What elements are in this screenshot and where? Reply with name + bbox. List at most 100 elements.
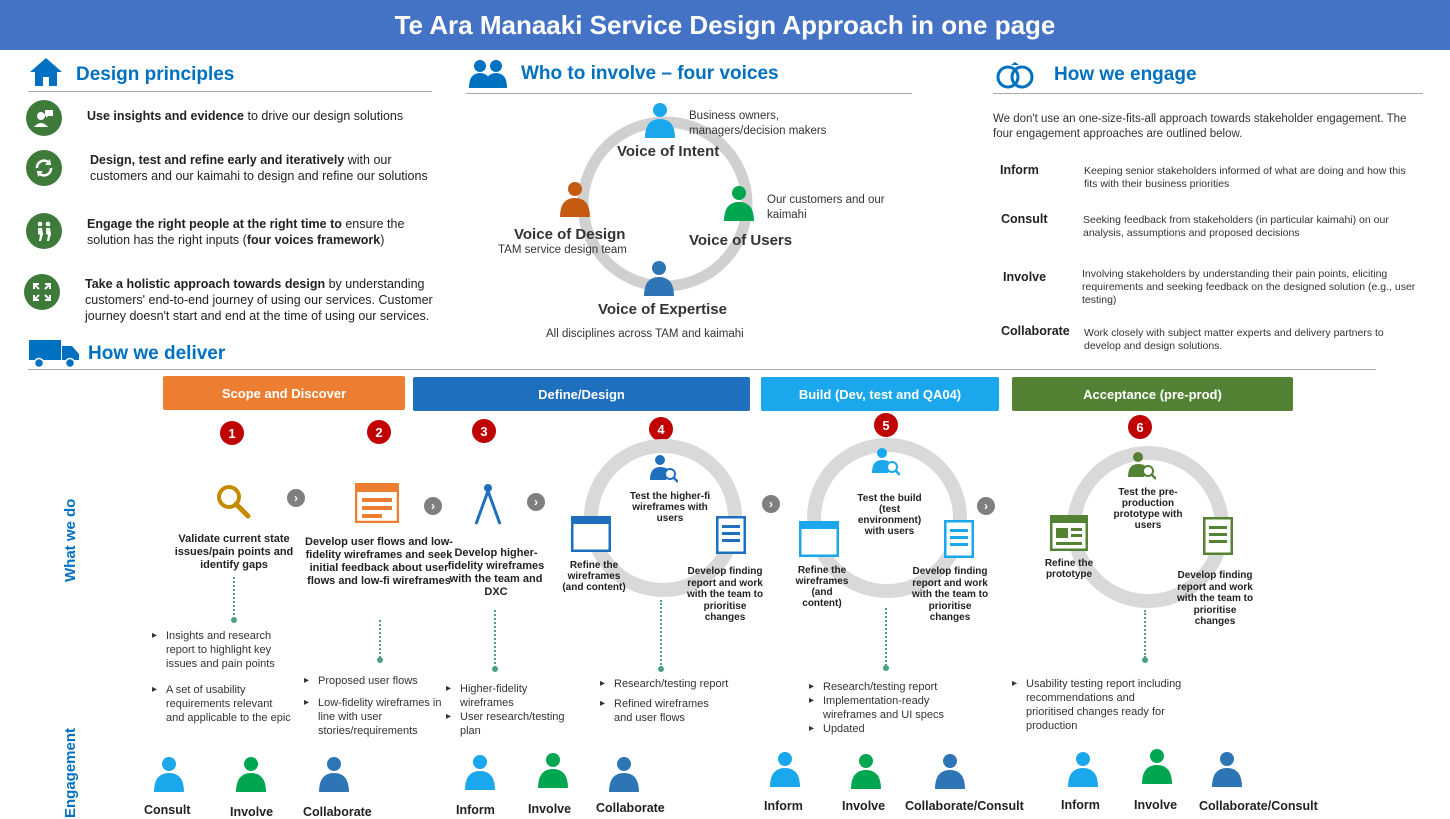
step-6-left: Refine the prototype (1044, 558, 1094, 580)
list-item: Research/testing report (809, 680, 969, 694)
person-icon-dark (932, 753, 968, 794)
how-we-engage-title: How we engage (1054, 64, 1197, 85)
list-item: Usability testing report including recom… (1012, 677, 1182, 733)
person-icon-green (233, 756, 269, 797)
four-voices-title: Who to involve – four voices (521, 63, 779, 84)
test-cycle-5 (806, 437, 968, 604)
voice-expertise-title: Voice of Expertise (598, 301, 727, 318)
outputs-step-3: Higher-fidelity wireframes User research… (446, 682, 576, 744)
engage-label-involve: Involve (1003, 270, 1047, 284)
list-item: Implementation-ready wireframes and UI s… (809, 694, 969, 722)
outputs-step-4: Research/testing report Refined wirefram… (600, 677, 730, 731)
step-2-text: Develop user flows and low-fidelity wire… (305, 536, 453, 587)
engagement-collaborate: Collaborate (596, 801, 665, 815)
expand-icon (24, 274, 60, 310)
step-4-left: Refine the wireframes (and content) (562, 560, 626, 593)
engagement-collaborate-consult: Collaborate/Consult (1199, 799, 1318, 813)
next-arrow-icon: › (527, 493, 545, 511)
what-we-do-label: What we do (62, 498, 79, 582)
person-icon-light (1065, 751, 1101, 792)
person-icon-dark (606, 756, 642, 797)
truck-icon (29, 338, 81, 373)
list-item: User research/testing plan (446, 710, 576, 738)
voice-expertise-desc: All disciplines across TAM and kaimahi (546, 328, 744, 340)
report-icon (943, 519, 975, 563)
engagement-inform: Inform (1061, 798, 1100, 812)
engage-desc-collaborate: Work closely with subject matter experts… (1084, 327, 1384, 352)
list-item: Insights and research report to highligh… (152, 629, 292, 671)
phase-build: Build (Dev, test and QA04) (761, 377, 999, 411)
principle-4: Take a holistic approach towards design … (85, 277, 433, 323)
engagement-involve: Involve (1134, 798, 1178, 812)
engagement-label: Engagement (62, 727, 79, 818)
step-number-1: 1 (220, 421, 244, 445)
user-test-icon (872, 447, 901, 482)
step-4-right: Develop finding report and work with the… (686, 566, 764, 623)
voice-intent-title: Voice of Intent (617, 143, 720, 160)
report-icon (715, 515, 747, 559)
outputs-step-6: Usability testing report including recom… (1012, 677, 1182, 739)
wireframe-icon (354, 482, 400, 528)
principle-2: Design, test and refine early and iterat… (90, 153, 428, 183)
list-item: Low-fidelity wireframes in line with use… (304, 696, 444, 738)
user-test-icon (1128, 451, 1157, 486)
person-icon-expertise (642, 260, 676, 301)
voice-design-title: Voice of Design (514, 226, 626, 243)
engage-desc-involve: Involving stakeholders by understanding … (1082, 268, 1416, 306)
voice-users-title: Voice of Users (689, 232, 793, 249)
step-6-right: Develop finding report and work with the… (1176, 570, 1254, 627)
next-arrow-icon: › (287, 489, 305, 507)
next-arrow-icon: › (762, 495, 780, 513)
page-title: Te Ara Manaaki Service Design Approach i… (394, 9, 1056, 40)
step-number-3: 3 (472, 419, 496, 443)
person-icon-green (1139, 748, 1175, 789)
page-banner: Te Ara Manaaki Service Design Approach i… (0, 0, 1450, 50)
engagement-consult: Consult (144, 803, 191, 817)
person-icon-light (151, 756, 187, 797)
phase-acceptance: Acceptance (pre-prod) (1012, 377, 1293, 411)
person-icon-green (535, 752, 571, 793)
phase-define-design: Define/Design (413, 377, 750, 411)
person-icon-light (767, 751, 803, 792)
step-4-top: Test the higher-fi wireframes with users (629, 491, 711, 524)
people-walking-icon (26, 213, 62, 249)
outputs-step-1: Insights and research report to highligh… (152, 629, 292, 731)
engagement-involve: Involve (230, 805, 274, 819)
step-6-top: Test the pre-production prototype with u… (1113, 487, 1183, 531)
house-icon (28, 56, 64, 93)
report-icon (1202, 516, 1234, 560)
person-icon-dark (316, 756, 352, 797)
step-5-right: Develop finding report and work with the… (911, 566, 989, 623)
phase-scope-discover: Scope and Discover (163, 376, 405, 410)
engage-intro: We don't use an one-size-fits-all approa… (993, 113, 1407, 140)
engage-label-collaborate: Collaborate (1001, 324, 1070, 338)
voice-intent-desc: Business owners, managers/decision maker… (689, 110, 827, 137)
insight-icon (26, 100, 62, 136)
engagement-involve: Involve (842, 799, 886, 813)
voice-design-desc: TAM service design team (498, 244, 627, 256)
engagement-collaborate-consult: Collaborate/Consult (905, 799, 1024, 813)
rings-icon (993, 62, 1037, 95)
group-icon (466, 58, 510, 93)
outputs-step-5: Research/testing report Implementation-r… (809, 680, 969, 742)
engage-desc-inform: Keeping senior stakeholders informed of … (1084, 165, 1406, 190)
person-icon-dark (1209, 751, 1245, 792)
person-icon-green (848, 753, 884, 794)
list-item: Higher-fidelity wireframes (446, 682, 576, 710)
step-number-2: 2 (367, 420, 391, 444)
step-1-text: Validate current state issues/pain point… (174, 533, 294, 571)
principle-3: Engage the right people at the right tim… (87, 217, 405, 247)
compass-icon (472, 482, 504, 531)
browser-icon (570, 515, 612, 557)
refresh-icon (26, 150, 62, 186)
browser-icon (798, 520, 840, 562)
list-item: A set of usability requirements relevant… (152, 683, 292, 725)
next-arrow-icon: › (977, 497, 995, 515)
how-we-deliver-title: How we deliver (88, 343, 226, 364)
magnifier-icon (214, 482, 252, 525)
principle-1: Use insights and evidence to drive our d… (87, 109, 404, 123)
step-5-left: Refine the wireframes (and content) (795, 565, 849, 609)
outputs-step-2: Proposed user flows Low-fidelity wirefra… (304, 674, 444, 744)
list-item: Proposed user flows (304, 674, 444, 688)
user-test-icon (650, 454, 679, 489)
